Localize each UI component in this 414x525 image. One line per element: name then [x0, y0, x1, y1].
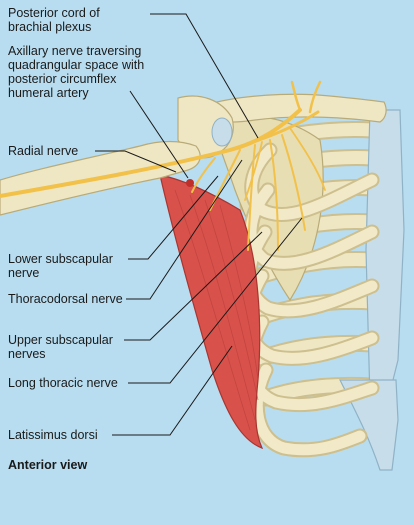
label-upper-subscapular: Upper subscapular nerves	[8, 333, 113, 361]
label-axillary-nerve: Axillary nerve traversing quadrangular s…	[8, 44, 145, 100]
latissimus-dorsi-muscle	[159, 174, 264, 450]
leader-lines	[95, 13, 303, 436]
view-label: Anterior view	[8, 458, 88, 472]
nerves	[0, 80, 326, 251]
glenoid-cartilage	[211, 117, 233, 147]
label-posterior-cord: Posterior cord of brachial plexus	[8, 6, 100, 34]
label-radial-nerve: Radial nerve	[8, 144, 79, 158]
clavicle	[204, 93, 387, 123]
label-thoracodorsal: Thoracodorsal nerve	[8, 292, 123, 306]
label-latissimus: Latissimus dorsi	[8, 428, 98, 442]
artery-marker	[186, 179, 194, 187]
muscle-fibers	[174, 189, 259, 431]
label-long-thoracic: Long thoracic nerve	[8, 376, 118, 390]
label-lower-subscapular: Lower subscapular nerve	[8, 252, 113, 280]
